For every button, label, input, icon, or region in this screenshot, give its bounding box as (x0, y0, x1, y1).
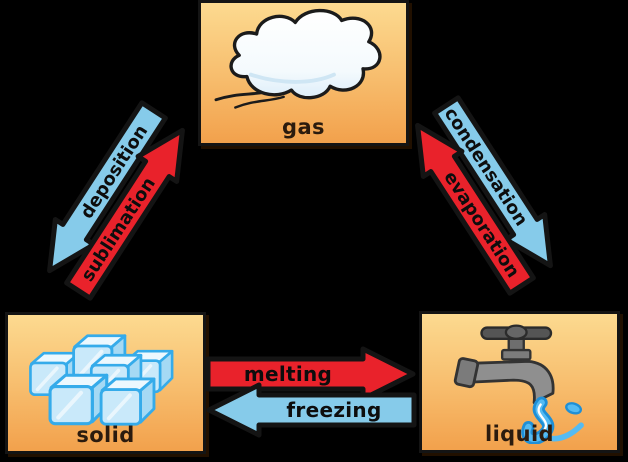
gas-label: gas (282, 115, 325, 139)
sublimation-arrow: sublimation (55, 113, 206, 307)
evaporation-arrow: evaporation (394, 108, 545, 302)
solid-gas-arrow-pair: deposition sublimation (26, 94, 207, 307)
liquid-box: liquid (419, 311, 620, 453)
ice-cubes-icon (28, 333, 174, 427)
solid-label: solid (76, 423, 135, 447)
gas-box: gas (198, 0, 409, 146)
freezing-label: freezing (286, 398, 382, 422)
gas-cloud-icon (214, 8, 381, 109)
freezing-arrow: freezing (205, 382, 417, 438)
melting-label: melting (243, 362, 333, 386)
gas-liquid-arrow-pair: condensation evaporation (394, 89, 575, 302)
solid-liquid-arrow-pair: melting freezing (205, 346, 417, 438)
liquid-label: liquid (484, 422, 554, 446)
faucet-water-icon (453, 324, 584, 444)
deposition-arrow: deposition (26, 94, 177, 288)
condensation-arrow: condensation (423, 89, 574, 283)
solid-box: solid (5, 312, 206, 454)
